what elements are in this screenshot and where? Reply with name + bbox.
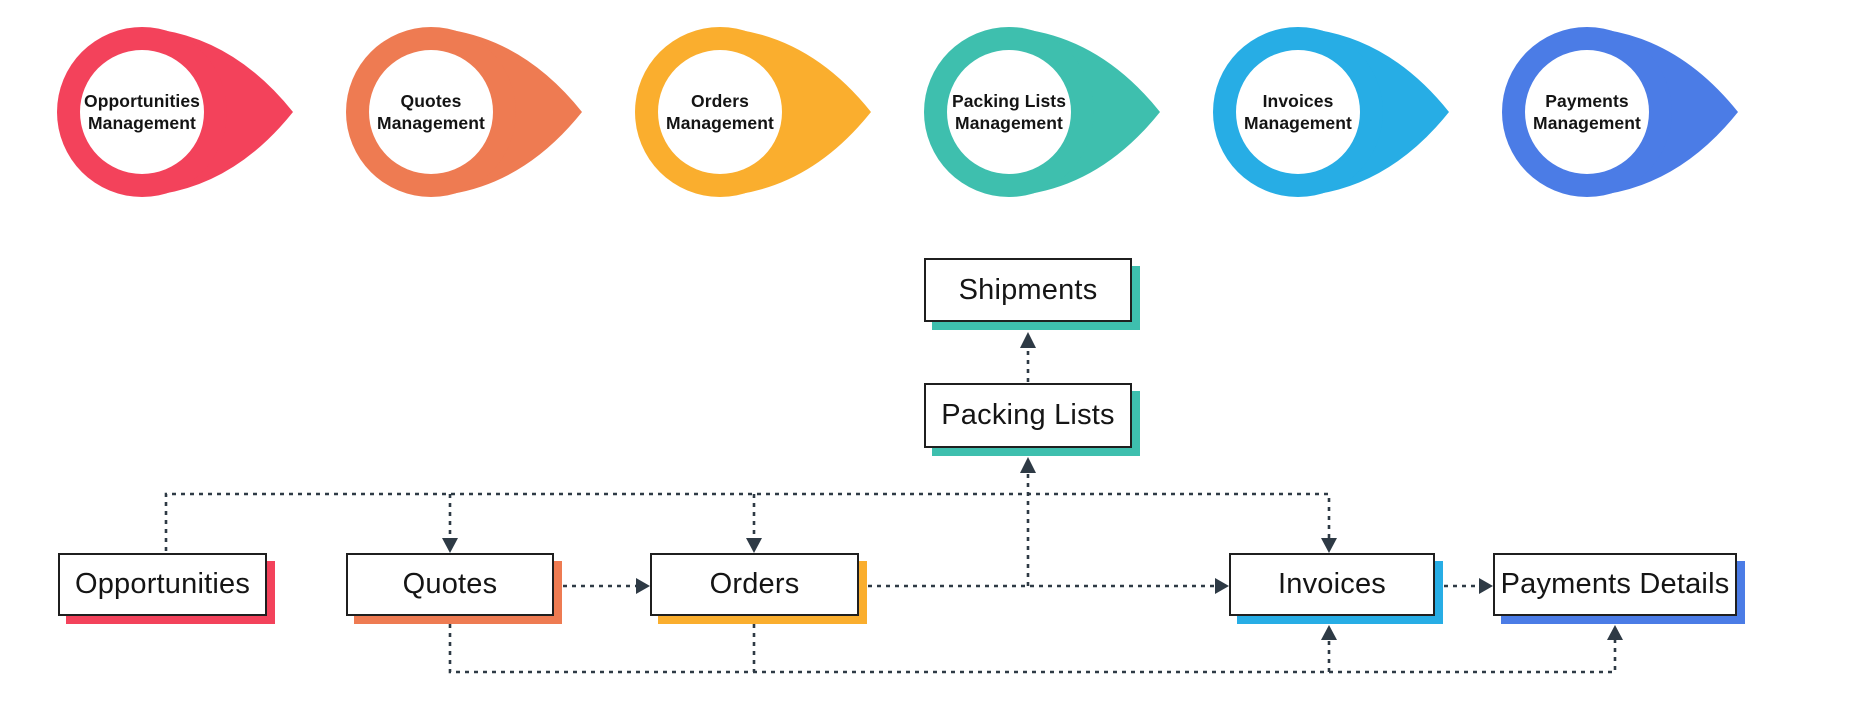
stage-label: Quotes Management [377,90,485,133]
arrowhead-into-quotes-top [442,538,458,553]
node-orders: Orders [650,553,859,616]
arrowhead-into-orders-left [636,578,650,594]
node-label: Packing Lists [941,399,1115,431]
stage-label: Orders Management [666,90,774,133]
node-payments-details: Payments Details [1493,553,1737,616]
node-label: Orders [709,568,800,600]
stage-invoices-management: Invoices Management [1208,22,1463,202]
teardrop-icon [346,27,582,197]
node-label: Payments Details [1500,568,1730,600]
node-packing-lists: Packing Lists [924,383,1132,448]
arrowhead-into-payments-left [1479,578,1493,594]
node-shipments: Shipments [924,258,1132,322]
node-label: Shipments [958,273,1098,306]
stage-quotes-management: Quotes Management [341,22,596,202]
connector-lines [164,348,1617,674]
stage-label: Opportunities Management [83,90,200,133]
arrowhead-into-invoices-left [1215,578,1229,594]
connector-arrowheads [442,332,1623,640]
stage-label: Packing Lists Management [951,90,1067,133]
arrowhead-into-packing-lists-bottom [1020,457,1036,473]
stage-label: Payments Management [1533,90,1641,133]
stage-orders-management: Orders Management [630,22,885,202]
node-label: Quotes [402,568,498,600]
teardrop-icon [635,27,871,197]
arrowhead-into-orders-top [746,538,762,553]
arrowhead-into-invoices-top [1321,538,1337,553]
arrowhead-into-invoices-bottom [1321,625,1337,640]
connector-top-bus [164,492,1331,551]
stage-payments-management: Payments Management [1497,22,1752,202]
stage-opportunities-management: Opportunities Management [52,22,307,202]
stage-packing-lists-management: Packing Lists Management [919,22,1174,202]
stage-label: Invoices Management [1244,90,1352,133]
node-opportunities: Opportunities [58,553,267,616]
teardrop-icon [57,27,293,197]
node-label: Invoices [1278,568,1386,600]
node-invoices: Invoices [1229,553,1435,616]
arrowhead-into-shipments-bottom [1020,332,1036,348]
teardrop-icon [1502,27,1738,197]
node-label: Opportunities [74,568,251,600]
connector-bottom-bus [448,624,1617,674]
node-quotes: Quotes [346,553,554,616]
teardrop-icon [1213,27,1449,197]
arrowhead-into-payments-bottom [1607,625,1623,640]
teardrop-icon [924,27,1160,197]
